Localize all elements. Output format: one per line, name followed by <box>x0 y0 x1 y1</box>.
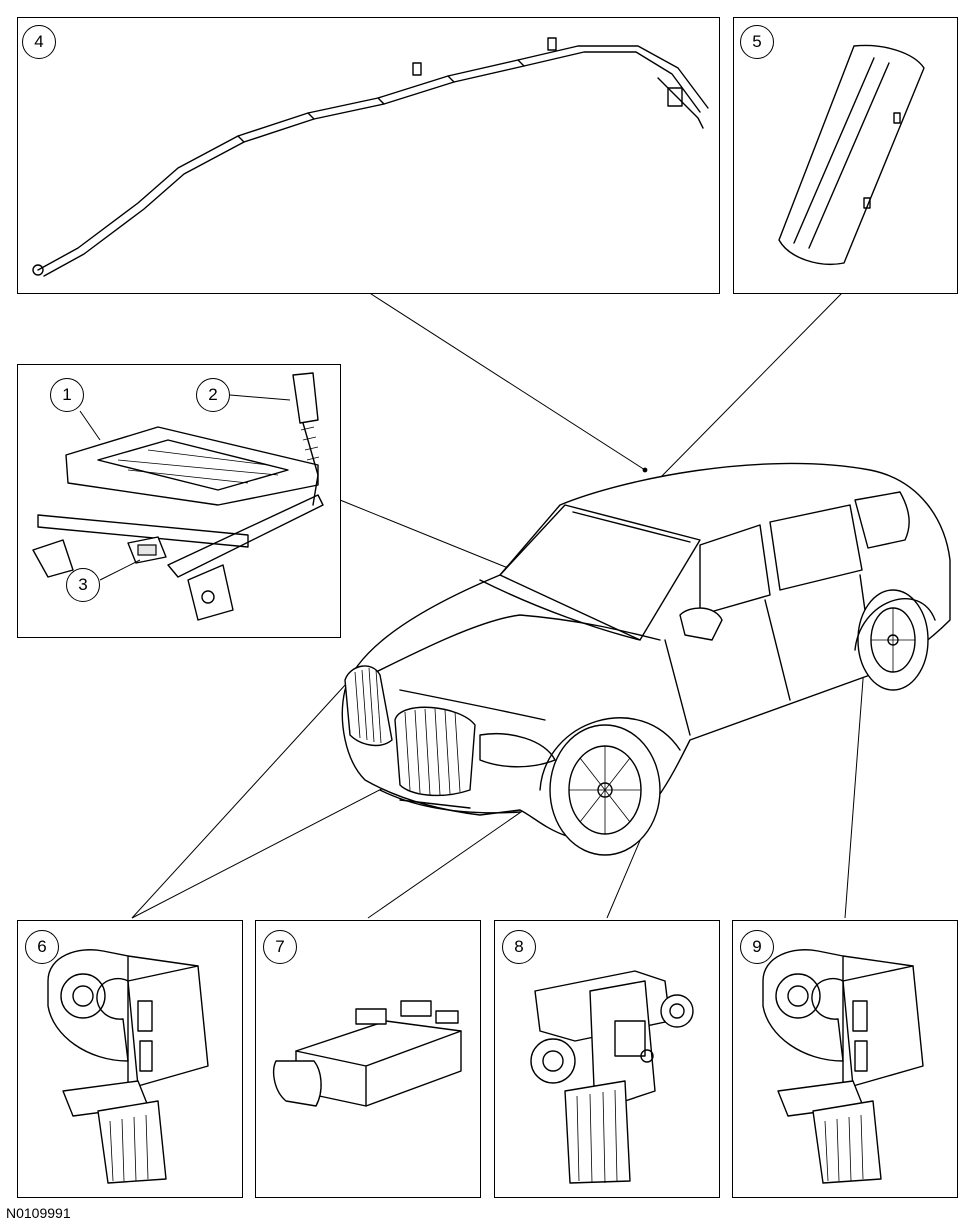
seat-assembly-drawing <box>32 372 324 621</box>
callout-3: 3 <box>66 568 100 602</box>
leader-line-6a <box>131 671 358 919</box>
callout-7: 7 <box>263 930 297 964</box>
leader-dot-4 <box>642 467 648 473</box>
callout-1: 1 <box>50 378 84 412</box>
figure-id: N0109991 <box>6 1205 71 1221</box>
panel-impact-sensor-6 <box>17 920 243 1198</box>
callout-8: 8 <box>502 930 536 964</box>
callout-5: 5 <box>740 25 774 59</box>
sensor-8-drawing <box>530 970 694 1184</box>
callout-2: 2 <box>196 378 230 412</box>
callout-6: 6 <box>25 930 59 964</box>
panel-sensor-7 <box>255 920 481 1198</box>
panel-side-curtain-airbag <box>17 17 720 294</box>
leader-line-4 <box>367 291 646 471</box>
callout-4: 4 <box>22 25 56 59</box>
panel-knee-airbag <box>733 17 958 294</box>
callout-9: 9 <box>740 930 774 964</box>
leader-line-seat <box>339 499 509 569</box>
panel-impact-sensor-9 <box>732 920 958 1198</box>
panel-sensor-8 <box>494 920 720 1198</box>
impact-sensor-6-drawing <box>47 949 209 1184</box>
impact-sensor-9-drawing <box>762 949 924 1184</box>
knee-airbag-drawing <box>778 44 925 265</box>
sensor-7-drawing <box>273 1000 462 1107</box>
side-curtain-airbag-drawing <box>32 37 709 277</box>
